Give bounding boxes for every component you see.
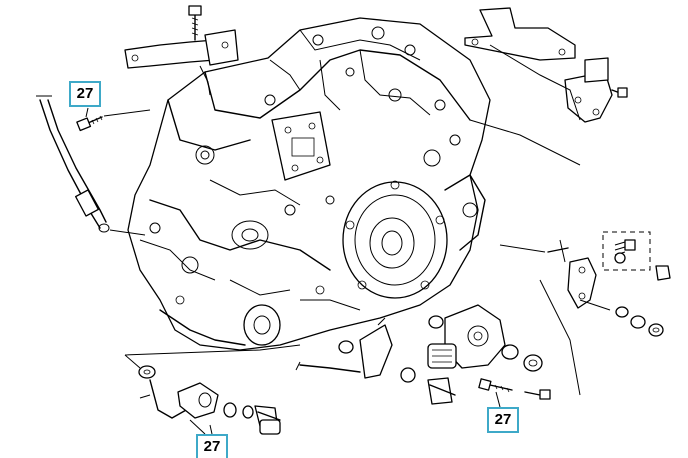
callout-27-upper-left: 27 xyxy=(69,81,101,107)
upper-bracket xyxy=(124,5,239,96)
transmission-housing xyxy=(127,17,491,351)
callout-27-bottom-left: 27 xyxy=(196,434,228,458)
callout-27-bottom-right: 27 xyxy=(487,407,519,433)
callout-leaders xyxy=(85,107,501,435)
position-sensor-assembly xyxy=(295,304,551,405)
right-small-parts xyxy=(499,231,671,396)
bolt-upper-left xyxy=(76,109,151,132)
right-mount-brackets xyxy=(464,7,628,166)
dipstick-tube xyxy=(36,95,146,236)
shift-lever-assembly xyxy=(124,344,301,435)
